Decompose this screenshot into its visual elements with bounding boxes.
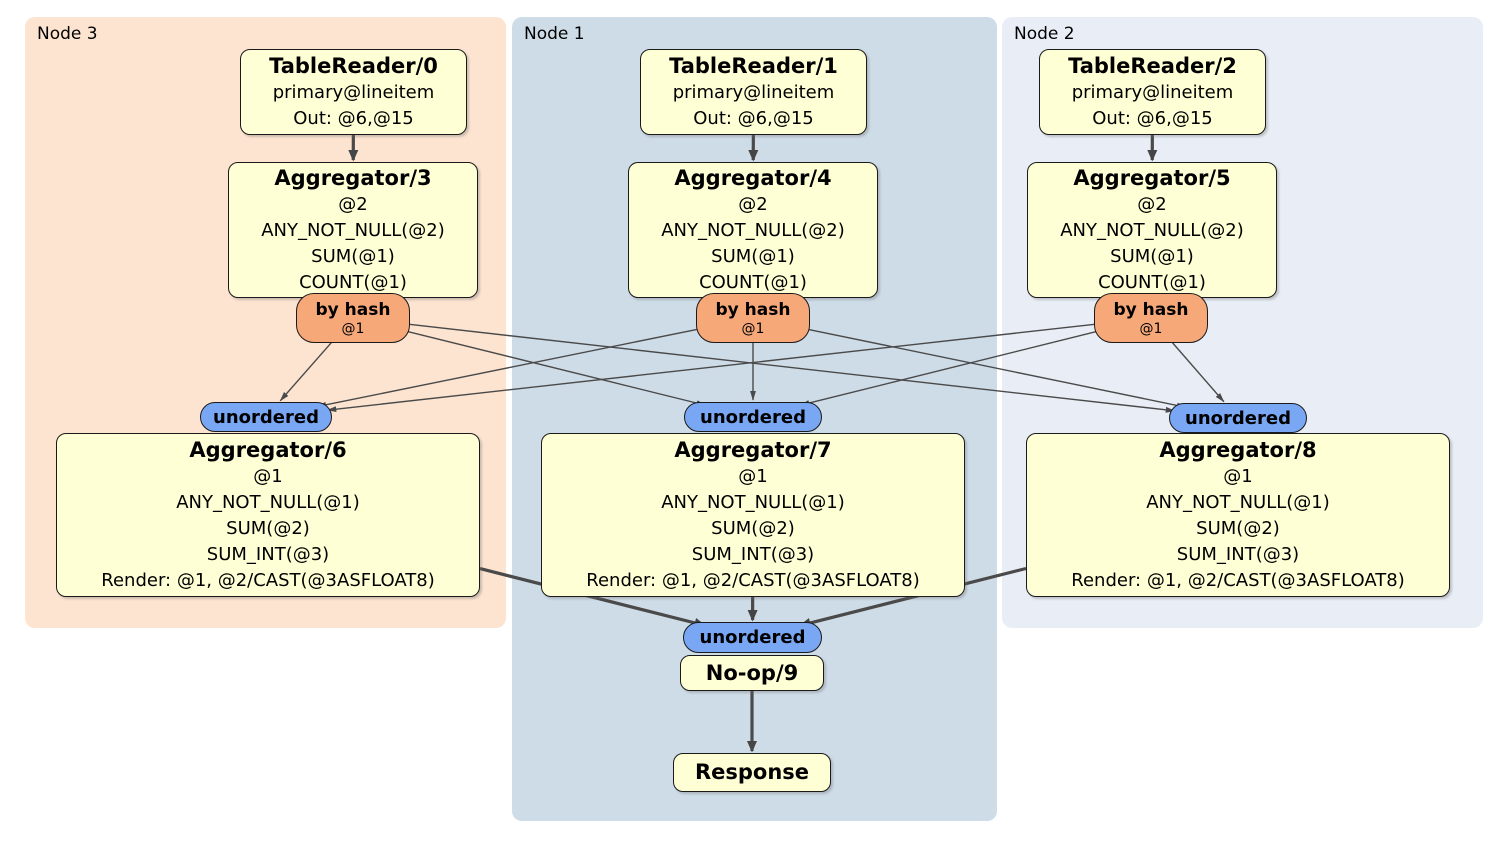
processor-detail: ANY_NOT_NULL(@1) (1146, 491, 1330, 513)
processor-detail: primary@lineitem (672, 81, 835, 103)
processor-aggregator-4: Aggregator/4 @2 ANY_NOT_NULL(@2) SUM(@1)… (628, 162, 878, 298)
processor-detail: COUNT(@1) (1098, 271, 1206, 293)
edge-byhash2-to-unordered1 (799, 329, 1102, 406)
processor-detail: SUM_INT(@3) (691, 543, 815, 565)
sync-label: unordered (699, 627, 806, 648)
processor-detail: Out: @6,@15 (293, 107, 414, 129)
processor-detail: SUM_INT(@3) (1176, 543, 1300, 565)
router-label: by hash (315, 299, 391, 320)
region-node-2-label: Node 2 (1014, 24, 1075, 44)
edge-byhash0-to-unordered1 (402, 329, 707, 406)
processor-title: TableReader/1 (669, 53, 838, 78)
processor-tablereader-0: TableReader/0 primary@lineitem Out: @6,@… (240, 49, 467, 135)
processor-detail: SUM(@2) (711, 517, 795, 539)
router-by-hash-2: by hash @1 (1094, 293, 1208, 343)
sync-label: unordered (1185, 407, 1291, 429)
processor-aggregator-6: Aggregator/6 @1 ANY_NOT_NULL(@1) SUM(@2)… (56, 433, 480, 597)
router-detail: @1 (1139, 320, 1163, 337)
sync-label: unordered (213, 406, 319, 428)
processor-detail: COUNT(@1) (699, 271, 807, 293)
processor-title: Aggregator/3 (274, 165, 432, 190)
router-label: by hash (1113, 299, 1189, 320)
processor-title: No-op/9 (705, 660, 799, 685)
processor-detail: @2 (738, 193, 768, 215)
processor-detail: @1 (738, 465, 768, 487)
processor-detail: ANY_NOT_NULL(@1) (176, 491, 360, 513)
processor-title: TableReader/2 (1068, 53, 1237, 78)
processor-response: Response (673, 753, 831, 792)
sync-unordered-3: unordered (683, 622, 822, 653)
sync-unordered-0: unordered (200, 402, 332, 432)
processor-title: Aggregator/6 (189, 437, 347, 462)
edge-byhash0-to-unordered2 (408, 323, 1176, 413)
processor-detail: SUM(@1) (1110, 245, 1194, 267)
processor-detail: @2 (338, 193, 368, 215)
processor-detail: Render: @1, @2/CAST(@3ASFLOAT8) (586, 569, 920, 591)
router-label: by hash (715, 299, 791, 320)
processor-detail: SUM(@1) (311, 245, 395, 267)
router-by-hash-0: by hash @1 (296, 293, 410, 343)
processor-title: Aggregator/7 (674, 437, 832, 462)
processor-detail: SUM(@2) (1196, 517, 1280, 539)
processor-detail: COUNT(@1) (299, 271, 407, 293)
processor-detail: @1 (1223, 465, 1253, 487)
processor-detail: Out: @6,@15 (693, 107, 814, 129)
processor-detail: SUM_INT(@3) (206, 543, 330, 565)
processor-title: Response (694, 760, 810, 784)
processor-aggregator-3: Aggregator/3 @2 ANY_NOT_NULL(@2) SUM(@1)… (228, 162, 478, 298)
processor-detail: ANY_NOT_NULL(@2) (261, 219, 445, 241)
region-node-3-label: Node 3 (37, 24, 98, 44)
processor-detail: primary@lineitem (1071, 81, 1234, 103)
router-detail: @1 (741, 320, 765, 337)
router-detail: @1 (341, 320, 365, 337)
processor-detail: ANY_NOT_NULL(@2) (1060, 219, 1244, 241)
processor-noop-9: No-op/9 (680, 655, 824, 691)
processor-title: TableReader/0 (269, 53, 438, 78)
edge-byhash2-to-unordered0 (326, 323, 1096, 413)
processor-detail: SUM(@1) (711, 245, 795, 267)
edge-byhash1-to-unordered2 (804, 327, 1187, 409)
edge-byhash1-to-unordered0 (316, 327, 702, 408)
processor-title: Aggregator/8 (1159, 437, 1317, 462)
processor-aggregator-8: Aggregator/8 @1 ANY_NOT_NULL(@1) SUM(@2)… (1026, 433, 1450, 597)
sync-label: unordered (700, 406, 806, 428)
processor-detail: Render: @1, @2/CAST(@3ASFLOAT8) (101, 569, 435, 591)
processor-detail: @1 (253, 465, 283, 487)
sync-unordered-2: unordered (1169, 403, 1307, 433)
processor-tablereader-2: TableReader/2 primary@lineitem Out: @6,@… (1039, 49, 1266, 135)
processor-aggregator-5: Aggregator/5 @2 ANY_NOT_NULL(@2) SUM(@1)… (1027, 162, 1277, 298)
processor-detail: Out: @6,@15 (1092, 107, 1213, 129)
processor-detail: primary@lineitem (272, 81, 435, 103)
edge-byhash2-to-unordered2 (1170, 340, 1225, 403)
processor-title: Aggregator/4 (674, 165, 832, 190)
region-node-1-label: Node 1 (524, 24, 585, 44)
processor-detail: ANY_NOT_NULL(@1) (661, 491, 845, 513)
processor-detail: ANY_NOT_NULL(@2) (661, 219, 845, 241)
router-by-hash-1: by hash @1 (696, 293, 810, 343)
processor-tablereader-1: TableReader/1 primary@lineitem Out: @6,@… (640, 49, 867, 135)
edge-byhash0-to-unordered0 (279, 340, 334, 402)
processor-detail: @2 (1137, 193, 1167, 215)
processor-title: Aggregator/5 (1073, 165, 1231, 190)
processor-detail: Render: @1, @2/CAST(@3ASFLOAT8) (1071, 569, 1405, 591)
processor-detail: SUM(@2) (226, 517, 310, 539)
sync-unordered-1: unordered (684, 402, 822, 432)
processor-aggregator-7: Aggregator/7 @1 ANY_NOT_NULL(@1) SUM(@2)… (541, 433, 965, 597)
